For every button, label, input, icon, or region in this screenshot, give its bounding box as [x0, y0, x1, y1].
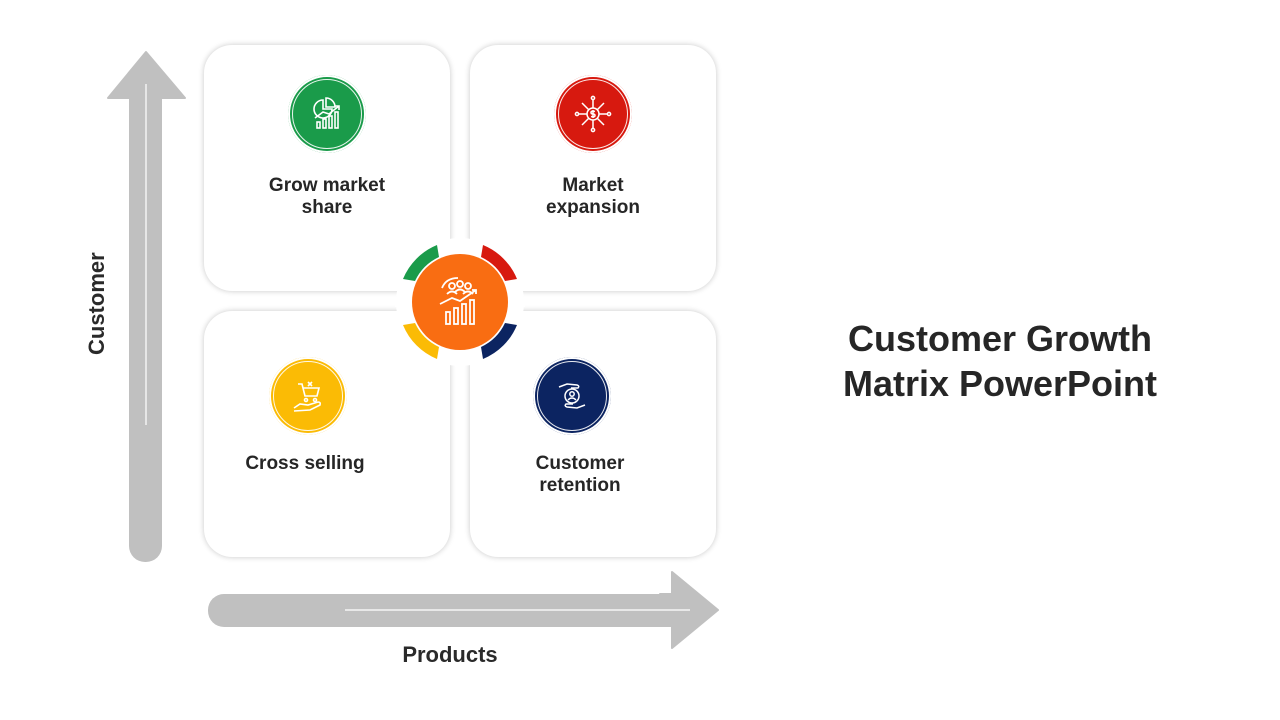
title-line-1: Customer Growth — [847, 318, 1152, 359]
quadrant-grow-market-share: Grow market share — [204, 45, 450, 291]
page-title: Customer Growth Matrix PowerPoint — [780, 316, 1220, 406]
quadrant-market-expansion: Market expansion — [470, 45, 716, 291]
quadrant-label: Cross selling — [245, 453, 365, 474]
customer-retention-badge — [533, 357, 611, 435]
x-axis-arrow — [208, 571, 719, 649]
quadrant-label: Market expansion — [546, 175, 640, 218]
grow-market-share-badge — [288, 75, 366, 153]
team-growth-chart-icon — [439, 277, 477, 325]
hands-user-icon — [558, 383, 586, 409]
cross-selling-badge — [269, 357, 347, 435]
title-line-2: Matrix PowerPoint — [842, 363, 1158, 404]
market-expansion-badge — [554, 75, 632, 153]
center-core — [412, 254, 508, 350]
y-axis-label: Customer — [84, 252, 109, 355]
pie-chart-growth-icon — [313, 97, 340, 129]
dollar-network-icon — [574, 95, 612, 133]
quadrant-customer-retention: Customer retention — [470, 311, 716, 557]
x-axis-label: Products — [402, 642, 498, 667]
y-axis-arrow — [107, 51, 186, 562]
quadrant-label: Customer retention — [535, 453, 625, 496]
quadrant-cross-selling: Cross selling — [204, 311, 450, 557]
shopping-cart-hand-icon — [293, 381, 322, 412]
quadrant-label: Grow market share — [268, 175, 386, 218]
